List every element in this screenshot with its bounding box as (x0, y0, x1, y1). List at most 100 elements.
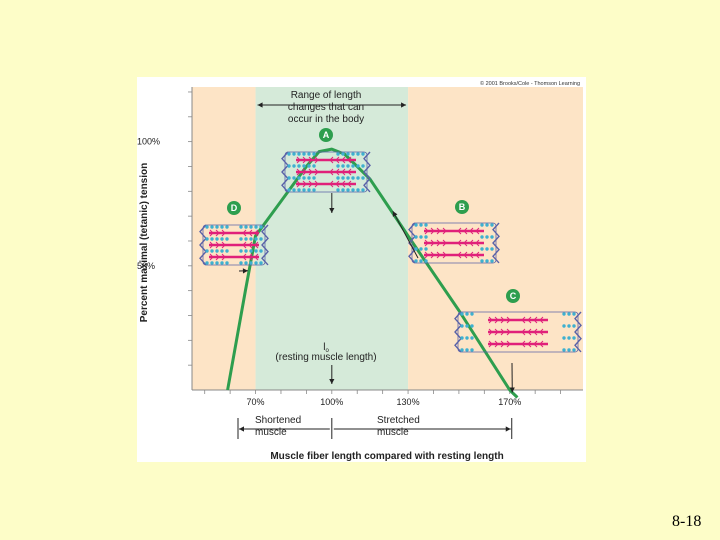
actin-bead (259, 261, 263, 265)
myosin-head (436, 227, 441, 232)
myosin-head (341, 183, 346, 188)
myosin-head (209, 244, 214, 249)
myosin-head (424, 251, 429, 256)
myosin-head (506, 331, 511, 336)
myosin-head (469, 242, 474, 247)
actin-bead (470, 336, 474, 340)
myosin-head (335, 171, 340, 176)
myosin-head (314, 156, 319, 161)
myosin-head (527, 319, 532, 324)
myosin-head (248, 244, 253, 249)
actin-bead (414, 235, 418, 239)
actin-bead (220, 225, 224, 229)
actin-bead (480, 247, 484, 251)
x-axis-tick-labels: 70%100%130%170% (247, 397, 522, 407)
actin-bead (356, 176, 360, 180)
myosin-head (430, 254, 435, 259)
myosin-head (242, 232, 247, 237)
actin-bead (292, 188, 296, 192)
myosin-head (209, 232, 214, 237)
actin-bead (470, 312, 474, 316)
actin-bead (567, 324, 571, 328)
slide-number: 8-18 (672, 513, 702, 530)
pointer-d-head (242, 268, 248, 274)
actin-bead (249, 249, 253, 253)
sarcomere-badge (319, 128, 333, 142)
actin-bead (356, 164, 360, 168)
myosin-head (335, 168, 340, 173)
z-line (492, 222, 500, 264)
x-tick-label: 100% (320, 397, 343, 407)
myosin-head (308, 180, 313, 185)
myosin-head (341, 159, 346, 164)
myosin-head (424, 227, 429, 232)
myosin-head (308, 168, 313, 173)
myosin-head (430, 239, 435, 244)
myosin-head (500, 319, 505, 324)
actin-bead (220, 249, 224, 253)
myosin-head (308, 156, 313, 161)
myosin-head (296, 156, 301, 161)
myosin-head (442, 227, 447, 232)
actin-bead (572, 324, 576, 328)
actin-bead (302, 176, 306, 180)
actin-bead (480, 259, 484, 263)
myosin-head (527, 340, 532, 345)
myosin-head (209, 241, 214, 246)
myosin-head (463, 239, 468, 244)
actin-bead (336, 176, 340, 180)
myosin-head (488, 331, 493, 336)
myosin-head (215, 232, 220, 237)
actin-bead (259, 249, 263, 253)
myosin-head (215, 253, 220, 258)
myosin-head (302, 171, 307, 176)
myosin-head (539, 316, 544, 321)
shortened-label-line-2: muscle (255, 427, 287, 438)
myosin-head (463, 230, 468, 235)
myosin-head (500, 340, 505, 345)
actin-bead (297, 188, 301, 192)
myosin-head (475, 227, 480, 232)
myosin-head (329, 171, 334, 176)
range-double-arrow (257, 102, 407, 213)
myosin-head (539, 343, 544, 348)
actin-bead (220, 261, 224, 265)
myosin-head (254, 229, 259, 234)
actin-bead (346, 164, 350, 168)
myosin-head (329, 180, 334, 185)
myosin-head (463, 254, 468, 259)
myosin-head (329, 183, 334, 188)
x-axis-minor-ticks (204, 390, 561, 394)
actin-bead (336, 164, 340, 168)
x-tick-label: 130% (397, 397, 420, 407)
actin-bead (292, 164, 296, 168)
actin-bead (480, 223, 484, 227)
myosin-head (314, 159, 319, 164)
sarcomere-d: D (199, 201, 269, 266)
actin-bead (307, 176, 311, 180)
actin-bead (460, 324, 464, 328)
myosin-head (296, 171, 301, 176)
actin-bead (259, 237, 263, 241)
actin-bead (239, 249, 243, 253)
actin-bead (307, 188, 311, 192)
actin-bead (414, 247, 418, 251)
myosin-head (494, 319, 499, 324)
peak-pointer-head (329, 208, 335, 213)
sarcomere-outline (411, 222, 497, 264)
myosin-head (469, 239, 474, 244)
myosin-head (469, 254, 474, 259)
myosin-head (442, 239, 447, 244)
actin-bead (346, 188, 350, 192)
z-line (281, 151, 289, 193)
actin-bead (567, 312, 571, 316)
range-arrow-line-head (401, 102, 407, 108)
myosin-head (430, 230, 435, 235)
chart-axes (191, 87, 583, 391)
actin-bead (312, 188, 316, 192)
myosin-head (335, 156, 340, 161)
shortened-label-line-1: Shortened (255, 415, 301, 426)
myosin-head (296, 180, 301, 185)
actin-bead (341, 188, 345, 192)
actin-bead (341, 176, 345, 180)
